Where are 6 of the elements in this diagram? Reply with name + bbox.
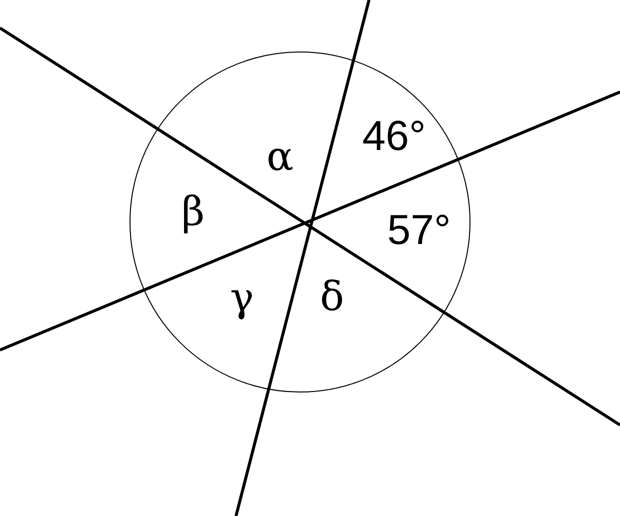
angle-label: 57°	[387, 209, 451, 251]
angle-label: δ	[320, 277, 344, 317]
angle-label: 46°	[362, 115, 426, 157]
angle-label: α	[266, 137, 294, 177]
angle-label: γ	[230, 278, 254, 318]
angle-label: β	[181, 192, 205, 232]
